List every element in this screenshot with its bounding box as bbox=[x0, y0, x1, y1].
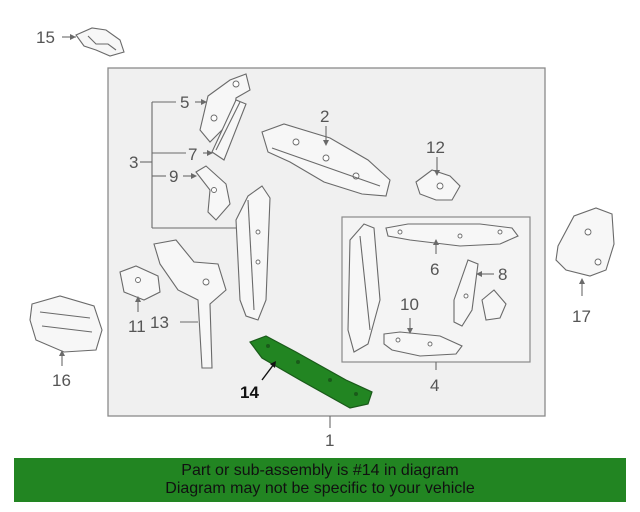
part-16[interactable] bbox=[29, 295, 103, 366]
part-12[interactable] bbox=[415, 157, 461, 201]
part-4-side[interactable] bbox=[347, 223, 381, 353]
callout-13: 13 bbox=[150, 313, 169, 332]
part-2[interactable] bbox=[261, 123, 391, 197]
part-8[interactable] bbox=[453, 259, 507, 327]
callout-14: 14 bbox=[240, 383, 259, 402]
callout-7: 7 bbox=[188, 145, 197, 164]
callout-1: 1 bbox=[325, 431, 334, 450]
part-6[interactable] bbox=[385, 223, 519, 254]
part-15[interactable] bbox=[62, 27, 125, 57]
info-banner: Part or sub-assembly is #14 in diagram D… bbox=[14, 458, 626, 502]
callout-12: 12 bbox=[426, 138, 445, 157]
part-9[interactable] bbox=[183, 165, 231, 221]
callout-6: 6 bbox=[430, 260, 439, 279]
banner-line-1: Part or sub-assembly is #14 in diagram bbox=[181, 462, 459, 479]
callout-4: 4 bbox=[430, 376, 439, 395]
callout-3: 3 bbox=[129, 153, 138, 172]
callout-2: 2 bbox=[320, 107, 329, 126]
part-7[interactable] bbox=[203, 99, 247, 161]
part-13[interactable] bbox=[153, 239, 227, 369]
part-14[interactable] bbox=[249, 335, 373, 409]
callout-8: 8 bbox=[498, 265, 507, 284]
callout-11: 11 bbox=[128, 317, 146, 336]
callout-10: 10 bbox=[400, 295, 419, 314]
parts-diagram: 15 5 7 9 3 bbox=[29, 27, 615, 450]
callout-15: 15 bbox=[36, 28, 55, 47]
part-5[interactable] bbox=[195, 73, 251, 143]
callout-16: 16 bbox=[52, 371, 71, 390]
callout-17: 17 bbox=[572, 307, 591, 326]
callout-5: 5 bbox=[180, 93, 189, 112]
part-3[interactable] bbox=[235, 185, 271, 321]
banner-line-2: Diagram may not be specific to your vehi… bbox=[165, 480, 475, 497]
callout-9: 9 bbox=[169, 167, 178, 186]
part-10[interactable] bbox=[383, 318, 463, 357]
callout-3-bracket bbox=[140, 101, 236, 229]
part-17[interactable] bbox=[555, 207, 615, 296]
part-11[interactable] bbox=[119, 265, 161, 312]
